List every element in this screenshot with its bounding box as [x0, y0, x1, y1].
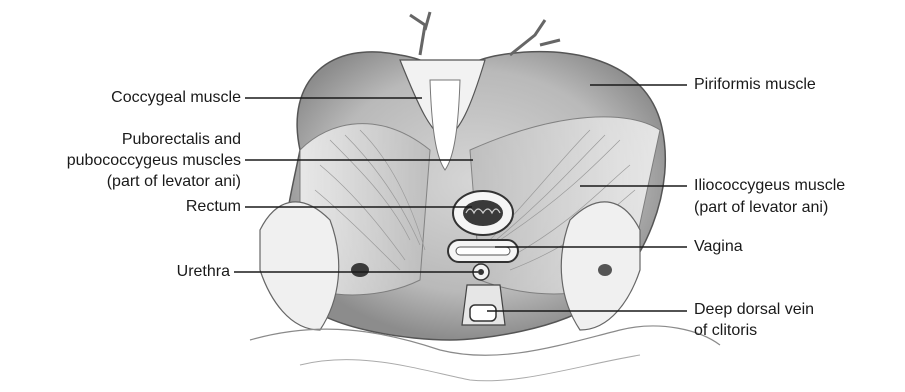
label-puborectalis-line1: Puborectalis and	[122, 130, 241, 149]
label-rectum: Rectum	[186, 197, 241, 216]
label-puborectalis-line3: (part of levator ani)	[107, 172, 241, 191]
left-ischium	[260, 202, 339, 330]
label-vagina: Vagina	[694, 237, 743, 256]
label-coccygeal-muscle: Coccygeal muscle	[111, 88, 241, 107]
label-urethra: Urethra	[177, 262, 230, 281]
right-foramen	[598, 264, 612, 276]
dorsal-vein-shape	[470, 305, 496, 321]
sacral-nerve-right	[510, 20, 560, 55]
label-iliococcygeus-line1: Iliococcygeus muscle	[694, 176, 845, 195]
label-dorsal-vein-line1: Deep dorsal vein	[694, 300, 814, 319]
left-foramen	[351, 263, 369, 277]
label-piriformis-muscle: Piriformis muscle	[694, 75, 816, 94]
perineal-folds-lower	[300, 355, 640, 381]
sacral-nerve-left	[410, 12, 430, 55]
label-iliococcygeus-line2: (part of levator ani)	[694, 198, 828, 217]
label-puborectalis-line2: pubococcygeus muscles	[67, 151, 241, 170]
label-dorsal-vein-line2: of clitoris	[694, 321, 757, 340]
urethra-lumen	[478, 269, 484, 275]
vagina-lumen	[456, 247, 510, 255]
